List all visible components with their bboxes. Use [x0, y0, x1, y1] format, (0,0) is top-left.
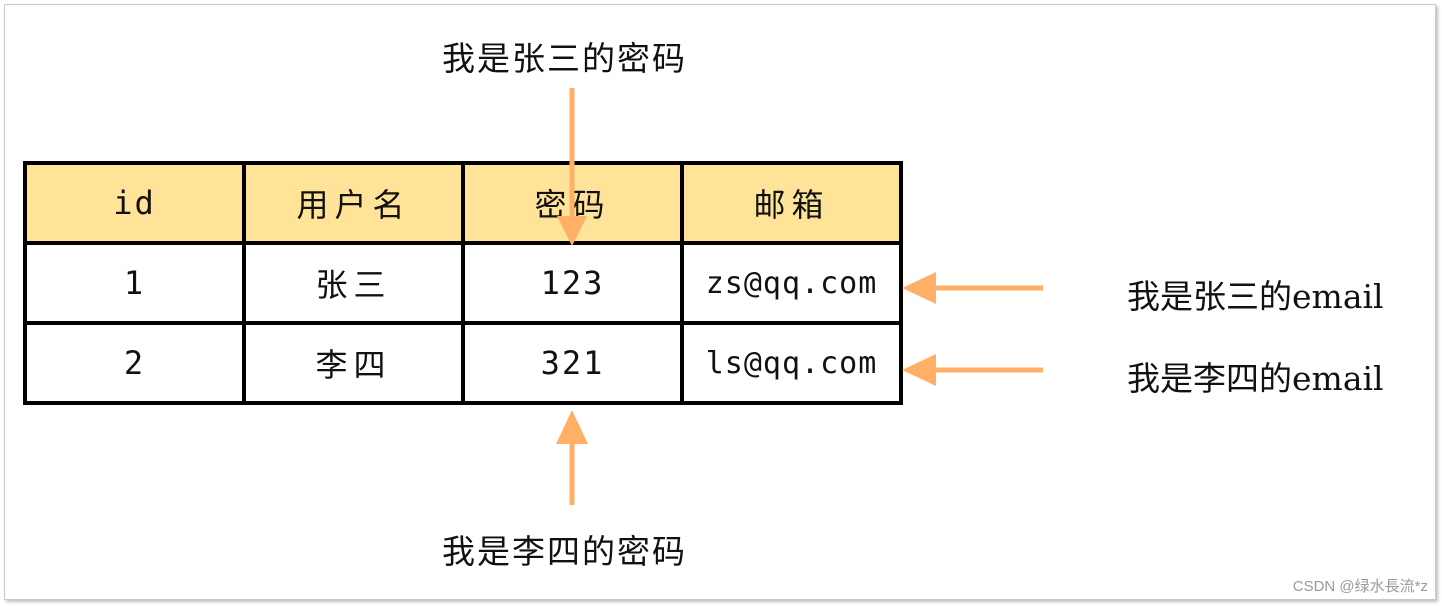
cell-email: ls@qq.com — [680, 321, 903, 405]
header-cell-id: id — [23, 161, 246, 245]
annotation-lisi-email: 我是李四的email — [1127, 359, 1384, 398]
annotation-zhangsan-email: 我是张三的email — [1127, 277, 1384, 316]
cell-id: 2 — [23, 321, 246, 405]
cell-id: 1 — [23, 241, 246, 325]
header-cell-password: 密码 — [461, 161, 684, 245]
header-cell-username: 用户名 — [242, 161, 465, 245]
table-row: 1 张三 123 zs@qq.com — [23, 241, 903, 325]
watermark: CSDN @绿水長流*z — [1292, 578, 1428, 595]
user-table: id 用户名 密码 邮箱 1 张三 123 zs@qq.com 2 李四 321… — [23, 161, 903, 405]
cell-email: zs@qq.com — [680, 241, 903, 325]
cell-username: 李四 — [242, 321, 465, 405]
header-cell-email: 邮箱 — [680, 161, 903, 245]
annotation-zhangsan-password: 我是张三的密码 — [442, 39, 687, 78]
cell-password: 321 — [461, 321, 684, 405]
annotation-lisi-password: 我是李四的密码 — [442, 532, 687, 571]
table-row: 2 李四 321 ls@qq.com — [23, 321, 903, 405]
cell-username: 张三 — [242, 241, 465, 325]
table-header-row: id 用户名 密码 邮箱 — [23, 161, 903, 245]
cell-password: 123 — [461, 241, 684, 325]
